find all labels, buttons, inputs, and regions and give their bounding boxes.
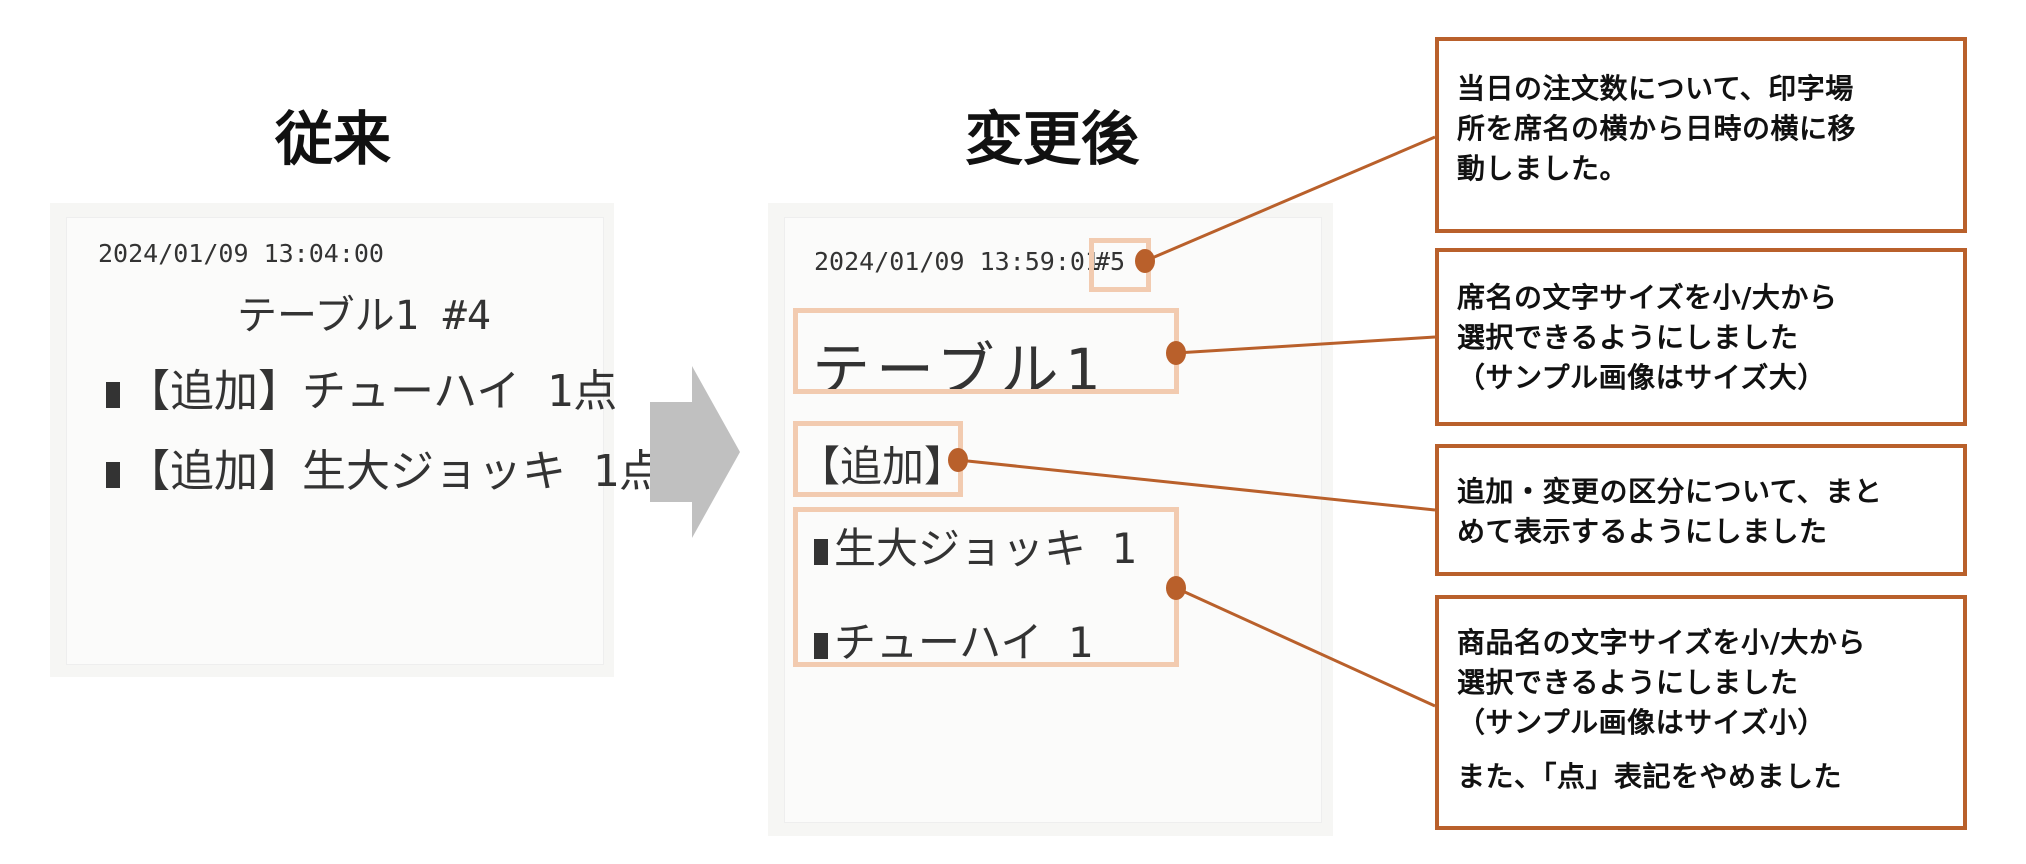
connector-line xyxy=(1144,135,1436,263)
callout-text: 選択できるようにしました xyxy=(1457,666,1799,699)
callout-order-count: 当日の注文数について、印字場 所を席名の横から日時の横に移 動しました。 xyxy=(1435,37,1967,233)
item-text: 【追加】チューハイ 1点 xyxy=(126,366,618,417)
receipt-paper xyxy=(66,217,604,665)
right-arrow-icon xyxy=(650,366,740,538)
connector-dot xyxy=(1166,341,1186,365)
connector-dot xyxy=(1166,576,1186,600)
item-text: 【追加】生大ジョッキ 1点 xyxy=(126,446,663,497)
callout-table-size: 席名の文字サイズを小/大から 選択できるようにしました （サンプル画像はサイズ大… xyxy=(1435,248,1967,426)
receipt-item: チューハイ 1 xyxy=(814,609,1093,670)
callout-text: めて表示するようにしました xyxy=(1457,515,1828,548)
receipt-datetime: 2024/01/09 13:59:01 xyxy=(814,247,1100,276)
connector-line xyxy=(957,458,1436,512)
before-heading: 従来 xyxy=(274,105,391,173)
after-receipt: 2024/01/09 13:59:01 #5 テーブル1 【追加】 生大ジョッキ… xyxy=(768,203,1333,836)
connector-dot xyxy=(948,448,968,472)
callout-text: （サンプル画像はサイズ小） xyxy=(1457,706,1826,739)
receipt-datetime: 2024/01/09 13:04:00 xyxy=(98,239,384,268)
connector-line xyxy=(1175,335,1436,355)
receipt-item: 【追加】チューハイ 1点 xyxy=(106,355,617,419)
callout-text: 当日の注文数について、印字場 xyxy=(1457,72,1854,105)
callout-text: 商品名の文字サイズを小/大から xyxy=(1457,626,1866,659)
receipt-category: 【追加】 xyxy=(798,442,967,491)
bullet-square-icon xyxy=(106,382,120,408)
connector-line xyxy=(1175,586,1436,708)
callout-text: 追加・変更の区分について、まと xyxy=(1457,475,1883,508)
callout-category: 追加・変更の区分について、まと めて表示するようにしました xyxy=(1435,444,1967,576)
receipt-order-number: #5 xyxy=(1095,247,1126,276)
callout-text: 動しました。 xyxy=(1457,152,1629,185)
callout-text: また、「点」表記をやめました xyxy=(1457,760,1843,793)
bullet-square-icon xyxy=(814,539,828,565)
after-heading: 変更後 xyxy=(964,105,1139,173)
bullet-square-icon xyxy=(814,633,828,659)
receipt-item: 生大ジョッキ 1 xyxy=(814,515,1137,576)
connector-dot xyxy=(1135,249,1155,273)
item-text: 生大ジョッキ 1 xyxy=(834,524,1137,573)
receipt-paper xyxy=(784,217,1322,823)
callout-text: 所を席名の横から日時の横に移 xyxy=(1457,112,1857,145)
callout-text: 席名の文字サイズを小/大から xyxy=(1457,281,1838,314)
bullet-square-icon xyxy=(106,462,120,488)
receipt-table: テーブル1 #4 xyxy=(237,293,491,339)
receipt-item: 【追加】生大ジョッキ 1点 xyxy=(106,435,663,499)
callout-text: 選択できるようにしました xyxy=(1457,321,1799,354)
callout-text: （サンプル画像はサイズ大） xyxy=(1457,361,1826,394)
item-text: チューハイ 1 xyxy=(834,618,1093,667)
before-receipt: 2024/01/09 13:04:00 テーブル1 #4 【追加】チューハイ 1… xyxy=(50,203,663,677)
callout-item-size: 商品名の文字サイズを小/大から 選択できるようにしました （サンプル画像はサイズ… xyxy=(1435,595,1967,830)
